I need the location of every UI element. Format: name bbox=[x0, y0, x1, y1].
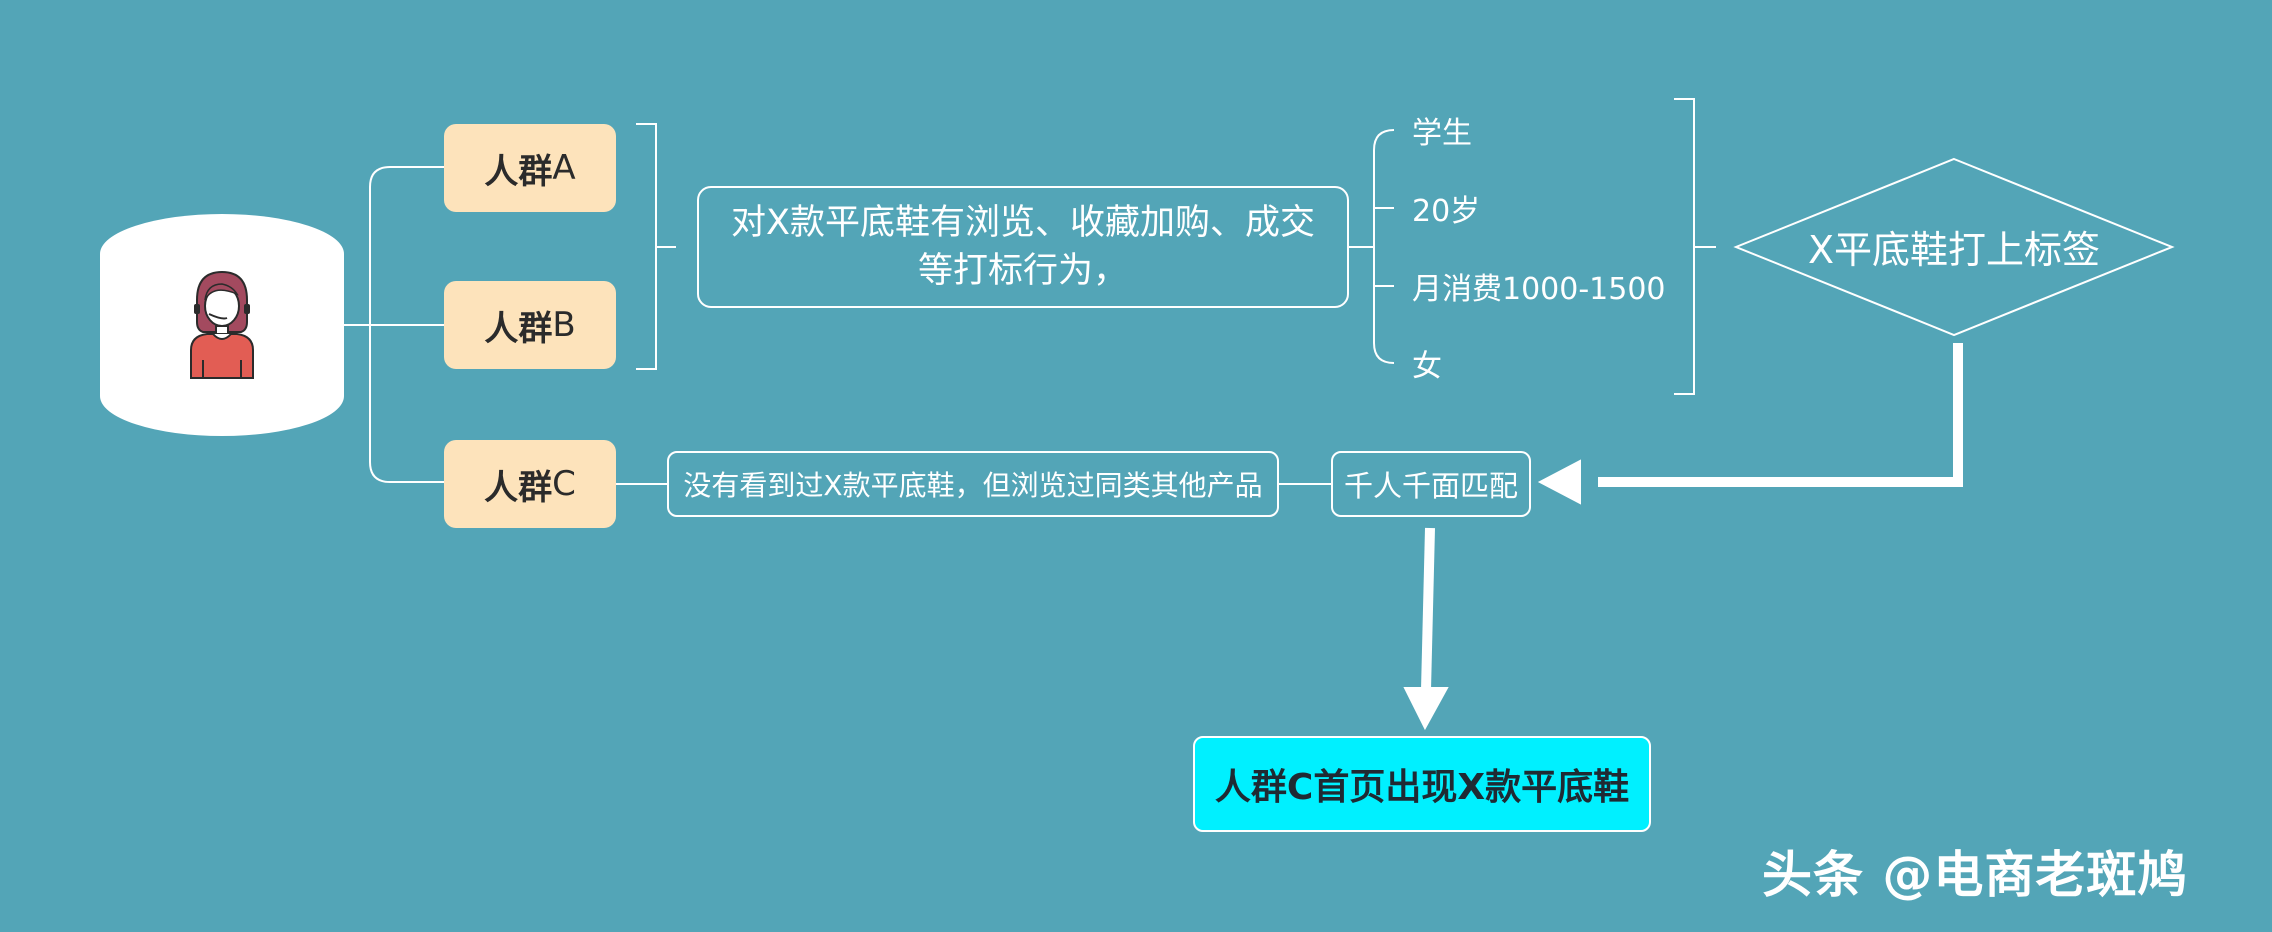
c-note-text: 没有看到过X款平底鞋，但浏览过同类其他产品 bbox=[683, 469, 1263, 502]
diamond-label: X平底鞋打上标签 bbox=[1736, 200, 2172, 292]
result-text: 人群C首页出现X款平底鞋 bbox=[1214, 767, 1630, 808]
tag-age: 20岁 bbox=[1412, 194, 1481, 229]
group-a-suffix: A bbox=[552, 148, 576, 188]
arrow-to-result bbox=[1403, 527, 1449, 731]
group-c-prefix: 人群 bbox=[484, 467, 553, 508]
ab-bracket bbox=[636, 123, 676, 370]
group-branch-lines bbox=[344, 166, 444, 483]
behavior-box: 对X款平底鞋有浏览、收藏加购、成交等打标行为， bbox=[697, 186, 1349, 308]
tags-bracket bbox=[1674, 98, 1716, 395]
diamond-label-text: X平底鞋打上标签 bbox=[1807, 227, 2101, 272]
arrow-to-match bbox=[1537, 343, 1963, 505]
match-box: 千人千面匹配 bbox=[1331, 451, 1531, 517]
match-text: 千人千面匹配 bbox=[1343, 469, 1518, 503]
c-note-box: 没有看到过X款平底鞋，但浏览过同类其他产品 bbox=[667, 451, 1279, 517]
diamond-shape bbox=[1733, 157, 2175, 337]
behavior-text: 对X款平底鞋有浏览、收藏加购、成交等打标行为， bbox=[731, 203, 1315, 291]
tag-student: 学生 bbox=[1412, 116, 1472, 151]
tag-gender: 女 bbox=[1412, 349, 1442, 384]
tag-spending: 月消费1000-1500 bbox=[1412, 272, 1666, 307]
result-box: 人群C首页出现X款平底鞋 bbox=[1193, 736, 1651, 832]
group-a-prefix: 人群 bbox=[484, 151, 553, 192]
persona-card bbox=[100, 214, 344, 436]
user-avatar-icon bbox=[190, 270, 254, 379]
group-b-prefix: 人群 bbox=[484, 308, 553, 349]
watermark: 头条 @电商老斑鸠 bbox=[1762, 846, 2189, 904]
tag-branch-lines bbox=[1349, 129, 1395, 364]
group-b-suffix: B bbox=[552, 305, 576, 345]
group-c-suffix: C bbox=[552, 464, 576, 504]
